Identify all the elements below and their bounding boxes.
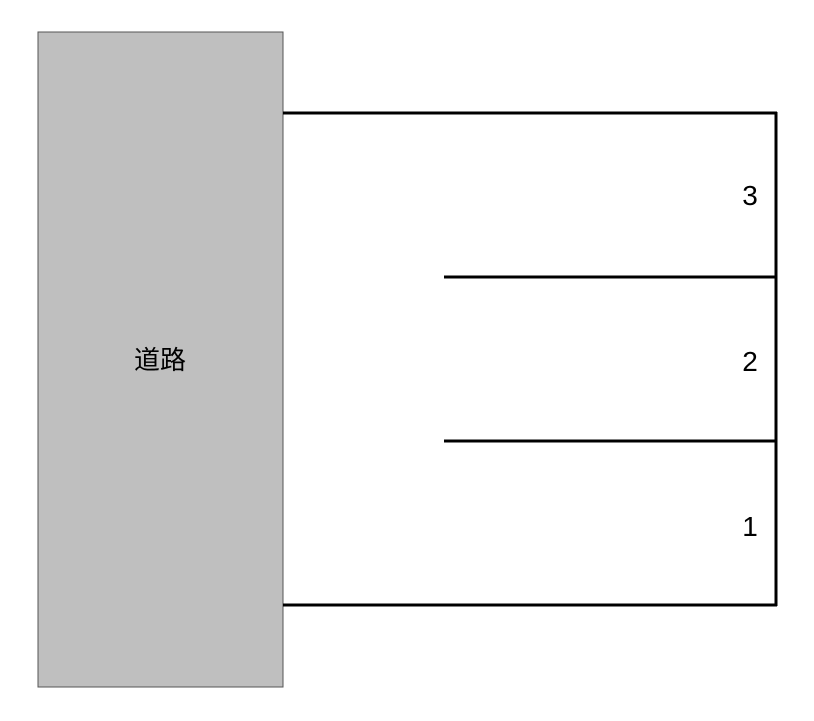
- space-number-1: 1: [742, 511, 758, 542]
- road-label: 道路: [134, 346, 186, 376]
- space-number-3: 3: [742, 180, 758, 211]
- space-number-2: 2: [742, 346, 758, 377]
- road-area: [37, 31, 284, 688]
